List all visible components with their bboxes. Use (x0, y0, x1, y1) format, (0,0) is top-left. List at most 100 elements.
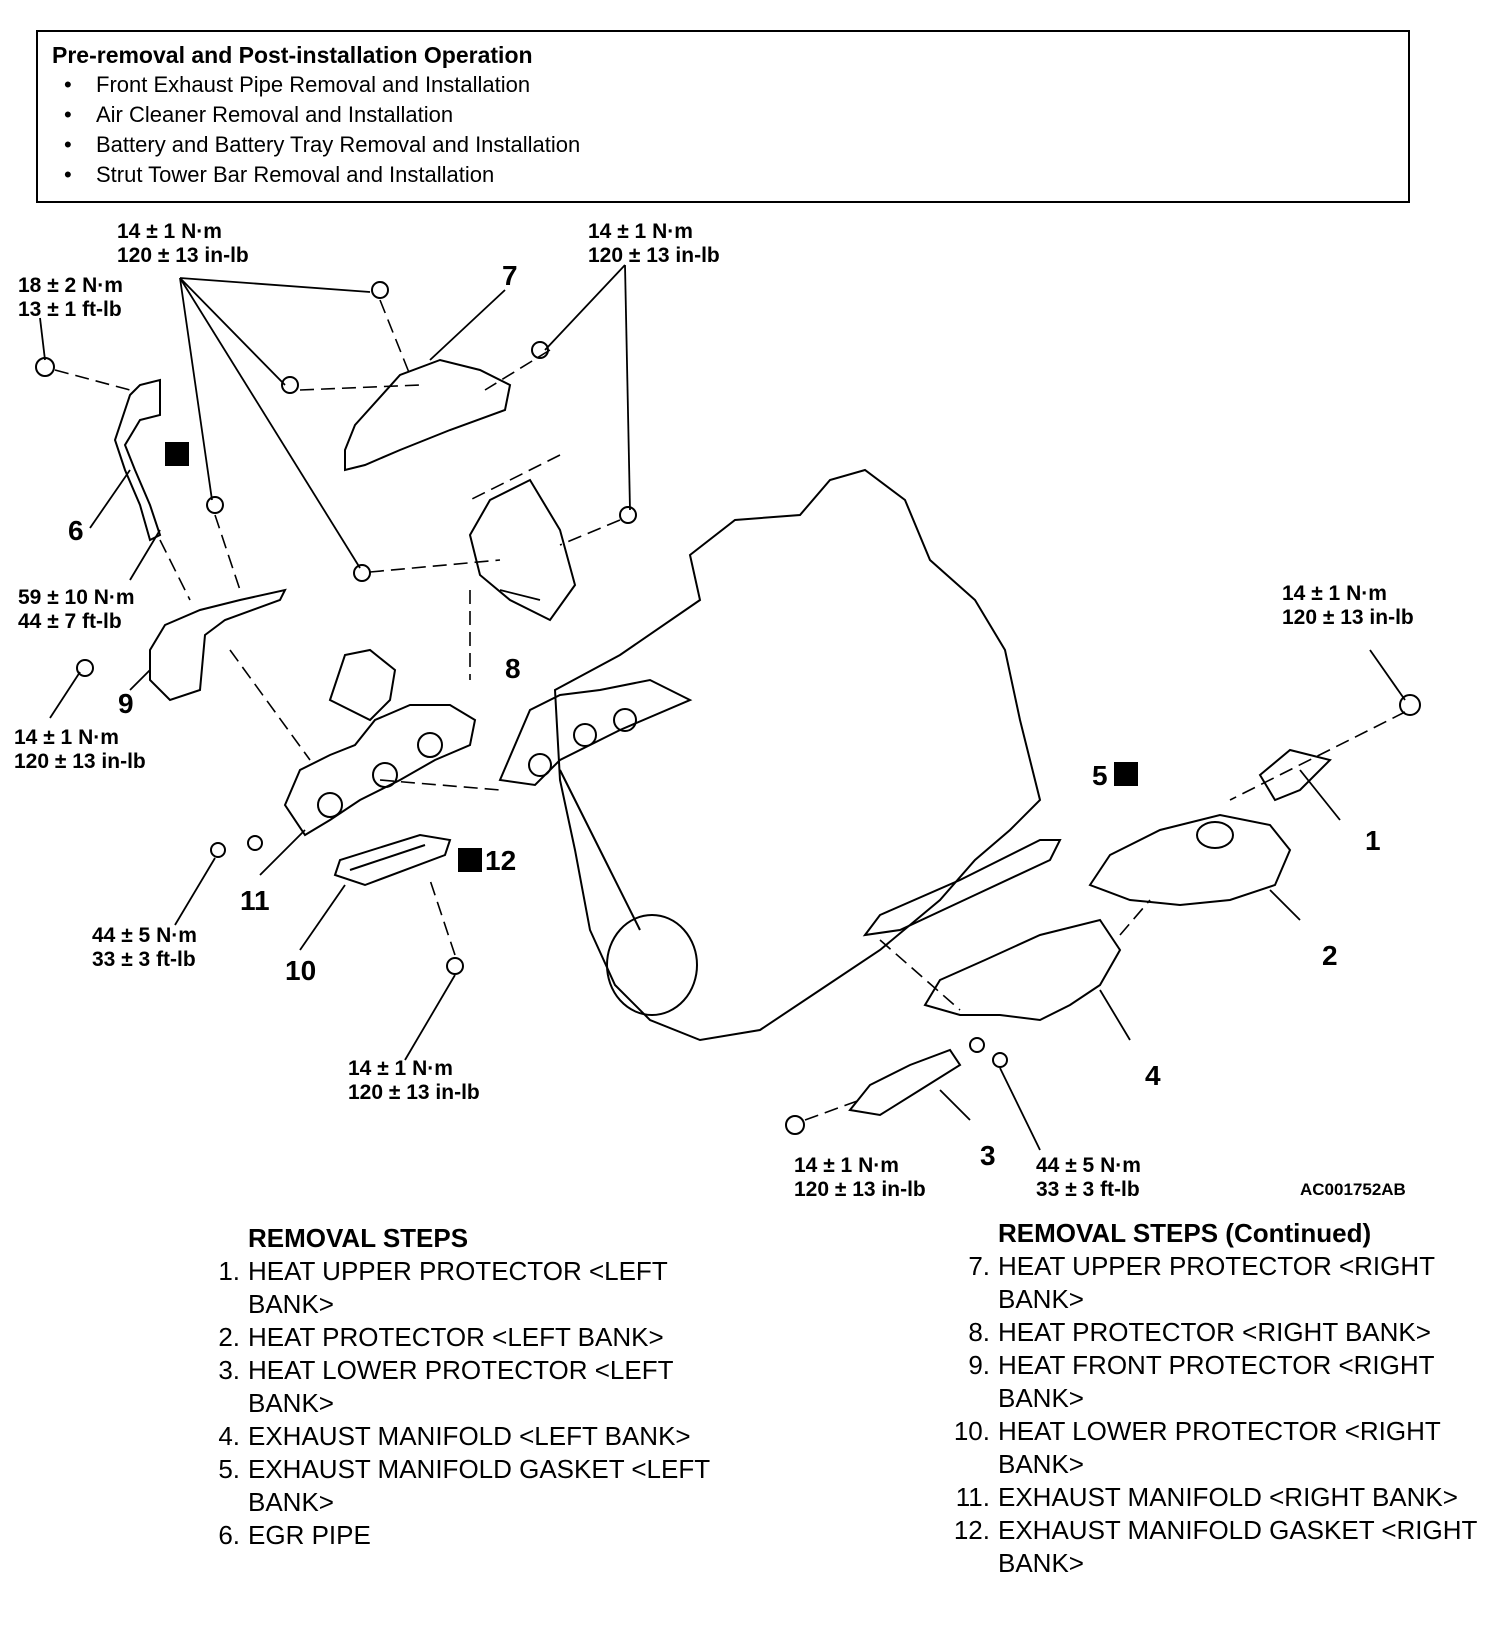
step-item: 4. EXHAUST MANIFOLD <LEFT BANK> (200, 1420, 760, 1453)
torque-label: 120 ± 13 in-lb (14, 750, 146, 773)
engine-pulley (606, 914, 698, 1016)
torque-label: 14 ± 1 N·m (1282, 582, 1387, 605)
new-part-mark-12 (458, 848, 482, 872)
torque-label: 14 ± 1 N·m (117, 220, 222, 243)
pre-removal-item: Battery and Battery Tray Removal and Ins… (52, 130, 1394, 160)
egr-pipe (113, 378, 162, 542)
pre-removal-list: Front Exhaust Pipe Removal and Installat… (52, 70, 1394, 190)
heat-protector-right (468, 478, 577, 622)
removal-steps-title: REMOVAL STEPS (248, 1223, 469, 1253)
removal-steps-right: REMOVAL STEPS (Continued) 7. HEAT UPPER P… (950, 1217, 1480, 1580)
torque-label: 18 ± 2 N·m (18, 274, 123, 297)
pre-removal-item: Air Cleaner Removal and Installation (52, 100, 1394, 130)
manifold-left-bank (923, 918, 1122, 1022)
torque-label: 120 ± 13 in-lb (1282, 606, 1414, 629)
torque-label: 120 ± 13 in-lb (794, 1178, 926, 1201)
callout-6: 6 (68, 515, 84, 546)
step-item: 3. HEAT LOWER PROTECTOR <LEFT BANK> (200, 1354, 760, 1420)
torque-label: 44 ± 7 ft-lb (18, 610, 122, 633)
torque-label: 44 ± 5 N·m (1036, 1154, 1141, 1177)
step-number: 2. (218, 1322, 240, 1352)
heat-protector-left (1088, 813, 1292, 907)
step-item: 10. HEAT LOWER PROTECTOR <RIGHT BANK> (950, 1415, 1480, 1481)
torque-label: 14 ± 1 N·m (14, 726, 119, 749)
heat-upper-protector-left (1258, 748, 1332, 802)
torque-label: 14 ± 1 N·m (588, 220, 693, 243)
step-number: 10. (953, 1416, 990, 1446)
step-text: HEAT LOWER PROTECTOR <LEFT BANK> (248, 1355, 673, 1418)
step-number: 8. (968, 1317, 990, 1347)
bolts (35, 281, 1421, 1135)
engine-outline (553, 468, 1042, 1042)
torque-label: 44 ± 5 N·m (92, 924, 197, 947)
step-number: 7. (968, 1251, 990, 1281)
callout-8: 8 (505, 653, 521, 684)
heat-lower-protector-right (333, 833, 452, 887)
torque-label: 14 ± 1 N·m (794, 1154, 899, 1177)
callout-12: 12 (485, 845, 516, 876)
assembly-lines (54, 299, 1406, 1121)
pre-removal-item: Front Exhaust Pipe Removal and Installat… (52, 70, 1394, 100)
step-text: HEAT PROTECTOR <RIGHT BANK> (998, 1317, 1431, 1347)
step-item: 9. HEAT FRONT PROTECTOR <RIGHT BANK> (950, 1349, 1480, 1415)
step-number: 12. (953, 1515, 990, 1545)
step-number: 9. (968, 1350, 990, 1380)
pre-removal-title: Pre-removal and Post-installation Operat… (52, 42, 533, 68)
manifold-right-bank (283, 704, 477, 837)
step-text: HEAT FRONT PROTECTOR <RIGHT BANK> (998, 1350, 1435, 1413)
step-item: 8. HEAT PROTECTOR <RIGHT BANK> (950, 1316, 1480, 1349)
removal-steps-continued-title: REMOVAL STEPS (Continued) (998, 1218, 1372, 1248)
step-text: EXHAUST MANIFOLD GASKET <RIGHT BANK> (998, 1515, 1477, 1578)
exploded-diagram: 14 ± 1 N·m 120 ± 13 in-lb 18 ± 2 N·m 13 … (0, 205, 1504, 1205)
step-item: 1. HEAT UPPER PROTECTOR <LEFT BANK> (200, 1255, 760, 1321)
pre-removal-box: Pre-removal and Post-installation Operat… (36, 30, 1410, 203)
torque-label: 120 ± 13 in-lb (117, 244, 249, 267)
callout-10: 10 (285, 955, 316, 986)
heat-upper-protector-right (344, 358, 512, 472)
step-number: 1. (218, 1256, 240, 1286)
step-number: 5. (218, 1454, 240, 1484)
engine-detail (559, 769, 641, 931)
diagram-svg: 14 ± 1 N·m 120 ± 13 in-lb 18 ± 2 N·m 13 … (14, 220, 1421, 1201)
new-part-mark-6 (165, 442, 189, 466)
step-text: HEAT UPPER PROTECTOR <RIGHT BANK> (998, 1251, 1435, 1314)
heat-front-protector-right (149, 588, 287, 702)
step-item: 11. EXHAUST MANIFOLD <RIGHT BANK> (950, 1481, 1480, 1514)
callout-5: 5 (1092, 760, 1108, 791)
callout-9: 9 (118, 688, 134, 719)
step-text: EXHAUST MANIFOLD <RIGHT BANK> (998, 1482, 1458, 1512)
torque-label: 33 ± 3 ft-lb (92, 948, 196, 971)
pre-removal-item: Strut Tower Bar Removal and Installation (52, 160, 1394, 190)
step-text: EGR PIPE (248, 1520, 371, 1550)
callout-3: 3 (980, 1140, 996, 1171)
callout-7: 7 (502, 260, 518, 291)
step-text: EXHAUST MANIFOLD <LEFT BANK> (248, 1421, 691, 1451)
leader-lines (39, 264, 1406, 1151)
heat-lower-protector-left (848, 1048, 962, 1117)
step-item: 6. EGR PIPE (200, 1519, 760, 1552)
step-item: 7. HEAT UPPER PROTECTOR <RIGHT BANK> (950, 1250, 1480, 1316)
torque-label: 59 ± 10 N·m (18, 586, 135, 609)
step-number: 3. (218, 1355, 240, 1385)
figure-code: AC001752AB (1300, 1180, 1406, 1199)
step-item: 2. HEAT PROTECTOR <LEFT BANK> (200, 1321, 760, 1354)
step-number: 6. (218, 1520, 240, 1550)
callout-1: 1 (1365, 825, 1381, 856)
callout-11: 11 (240, 885, 270, 916)
gasket-left-bank (862, 839, 1062, 937)
new-part-mark-12-label: N (462, 851, 476, 873)
new-part-mark-5 (1114, 762, 1138, 786)
step-text: HEAT UPPER PROTECTOR <LEFT BANK> (248, 1256, 668, 1319)
callout-4: 4 (1145, 1060, 1161, 1091)
torque-label: 120 ± 13 in-lb (348, 1081, 480, 1104)
torque-label: 120 ± 13 in-lb (588, 244, 720, 267)
torque-label: 14 ± 1 N·m (348, 1057, 453, 1080)
new-part-marks: N N N (165, 442, 1138, 873)
step-item: 12. EXHAUST MANIFOLD GASKET <RIGHT BANK> (950, 1514, 1480, 1580)
new-part-mark-5-label: N (1118, 765, 1132, 787)
new-part-mark-6-label: N (169, 445, 183, 467)
step-number: 11. (955, 1482, 990, 1512)
step-number: 4. (218, 1421, 240, 1451)
step-text: HEAT LOWER PROTECTOR <RIGHT BANK> (998, 1416, 1441, 1479)
step-text: HEAT PROTECTOR <LEFT BANK> (248, 1322, 664, 1352)
